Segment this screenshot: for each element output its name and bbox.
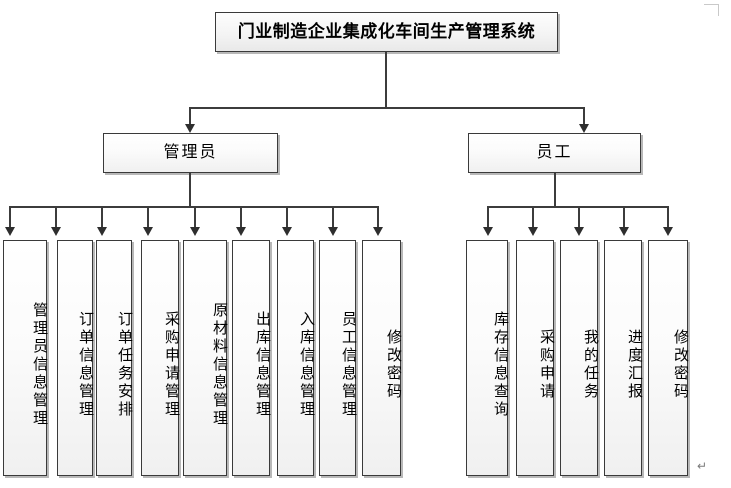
arrowhead-admin-3 xyxy=(97,227,107,236)
connector-admin-drop-5 xyxy=(194,206,196,229)
connector-staff-bus xyxy=(487,206,668,208)
connector-drop-staff xyxy=(583,107,585,126)
leaf-node-order-task[interactable]: 订单任务安排 xyxy=(96,240,132,476)
arrowhead-admin-2 xyxy=(51,227,61,236)
connector-admin-stem xyxy=(189,173,191,207)
arrowhead-admin xyxy=(185,124,195,133)
arrowhead-staff-3 xyxy=(574,227,584,236)
leaf-node-my-tasks[interactable]: 我的任务 xyxy=(560,240,598,476)
leaf-node-staff-info[interactable]: 员工信息管理 xyxy=(319,240,356,476)
arrowhead-staff-2 xyxy=(528,227,538,236)
arrowhead-staff-5 xyxy=(663,227,673,236)
leaf-node-inbound-info[interactable]: 入库信息管理 xyxy=(277,240,314,476)
group-node-staff[interactable]: 员工 xyxy=(468,133,641,173)
leaf-node-stock-query[interactable]: 库存信息查询 xyxy=(466,240,508,476)
leaf-node-material-info[interactable]: 原材料信息管理 xyxy=(183,240,227,476)
connector-admin-bus xyxy=(9,206,378,208)
connector-admin-drop-6 xyxy=(240,206,242,229)
arrowhead-admin-1 xyxy=(5,227,15,236)
connector-staff-drop-2 xyxy=(532,206,534,229)
connector-admin-drop-8 xyxy=(332,206,334,229)
connector-staff-drop-1 xyxy=(487,206,489,229)
pilcrow-mark: ↵ xyxy=(697,459,708,473)
leaf-node-progress-report[interactable]: 进度汇报 xyxy=(604,240,642,476)
connector-staff-drop-4 xyxy=(623,206,625,229)
connector-admin-drop-4 xyxy=(147,206,149,229)
arrowhead-admin-9 xyxy=(373,227,383,236)
arrowhead-staff-4 xyxy=(619,227,629,236)
connector-staff-drop-3 xyxy=(578,206,580,229)
leaf-node-purchase-apply[interactable]: 采购申请 xyxy=(516,240,554,476)
connector-drop-admin xyxy=(189,107,191,126)
arrowhead-admin-6 xyxy=(236,227,246,236)
arrowhead-admin-7 xyxy=(282,227,292,236)
arrowhead-staff xyxy=(579,124,589,133)
group-node-admin[interactable]: 管理员 xyxy=(103,133,278,173)
leaf-node-purchase-request[interactable]: 采购申请管理 xyxy=(141,240,179,476)
arrowhead-admin-4 xyxy=(143,227,153,236)
arrowhead-admin-8 xyxy=(328,227,338,236)
connector-admin-drop-7 xyxy=(286,206,288,229)
arrowhead-admin-5 xyxy=(190,227,200,236)
leaf-node-admin-info[interactable]: 管理员信息管理 xyxy=(3,240,47,476)
connector-admin-drop-2 xyxy=(55,206,57,229)
leaf-node-outbound-info[interactable]: 出库信息管理 xyxy=(232,240,270,476)
connector-staff-stem xyxy=(554,173,556,207)
connector-admin-drop-9 xyxy=(377,206,379,229)
connector-root-stem xyxy=(385,52,387,108)
connector-level2-bus xyxy=(189,107,584,109)
connector-admin-drop-3 xyxy=(101,206,103,229)
arrowhead-staff-1 xyxy=(483,227,493,236)
page-corner-mark xyxy=(704,4,719,16)
root-node-system-title[interactable]: 门业制造企业集成化车间生产管理系统 xyxy=(215,12,558,52)
connector-admin-drop-1 xyxy=(9,206,11,229)
leaf-node-change-password-staff[interactable]: 修改密码 xyxy=(648,240,688,476)
leaf-node-order-info[interactable]: 订单信息管理 xyxy=(57,240,93,476)
connector-staff-drop-5 xyxy=(667,206,669,229)
leaf-node-change-password-admin[interactable]: 修改密码 xyxy=(362,240,401,476)
